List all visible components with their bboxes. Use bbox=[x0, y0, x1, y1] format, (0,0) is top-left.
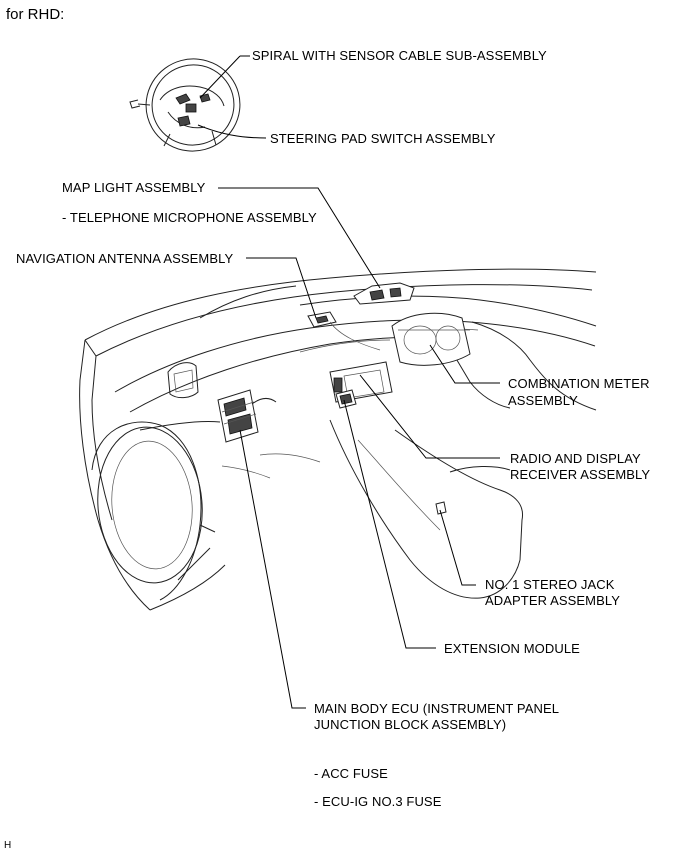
map-light-shape bbox=[353, 282, 415, 305]
label-spiral-sensor-cable: SPIRAL WITH SENSOR CABLE SUB-ASSEMBLY bbox=[252, 48, 547, 63]
label-acc-fuse: - ACC FUSE bbox=[314, 766, 388, 781]
vehicle-interior-illustration bbox=[79, 268, 597, 611]
label-combination-meter-line2: ASSEMBLY bbox=[508, 393, 578, 408]
label-radio-display-line2: RECEIVER ASSEMBLY bbox=[510, 467, 651, 482]
label-radio-display-line1: RADIO AND DISPLAY bbox=[510, 451, 641, 466]
label-map-light: MAP LIGHT ASSEMBLY bbox=[62, 180, 206, 195]
main-body-ecu-shape bbox=[217, 389, 259, 443]
label-main-body-ecu-line1: MAIN BODY ECU (INSTRUMENT PANEL bbox=[314, 701, 560, 716]
steering-wheel-illustration bbox=[129, 58, 241, 152]
stereo-jack-shape bbox=[435, 501, 447, 515]
label-combination-meter-line1: COMBINATION METER bbox=[508, 376, 650, 391]
component-shapes bbox=[217, 282, 471, 515]
label-navigation-antenna: NAVIGATION ANTENNA ASSEMBLY bbox=[16, 251, 234, 266]
label-stereo-jack-line1: NO. 1 STEREO JACK bbox=[485, 577, 615, 592]
illustration-code: H bbox=[4, 840, 12, 851]
label-telephone-microphone: - TELEPHONE MICROPHONE ASSEMBLY bbox=[62, 210, 317, 225]
leader-lines bbox=[197, 55, 500, 709]
label-main-body-ecu-line2: JUNCTION BLOCK ASSEMBLY) bbox=[314, 717, 507, 732]
label-extension-module: EXTENSION MODULE bbox=[444, 641, 580, 656]
label-steering-pad-switch: STEERING PAD SWITCH ASSEMBLY bbox=[270, 131, 496, 146]
diagram-heading: for RHD: bbox=[6, 6, 65, 23]
label-ecu-ig-fuse: - ECU-IG NO.3 FUSE bbox=[314, 794, 442, 809]
label-stereo-jack-line2: ADAPTER ASSEMBLY bbox=[485, 593, 621, 608]
